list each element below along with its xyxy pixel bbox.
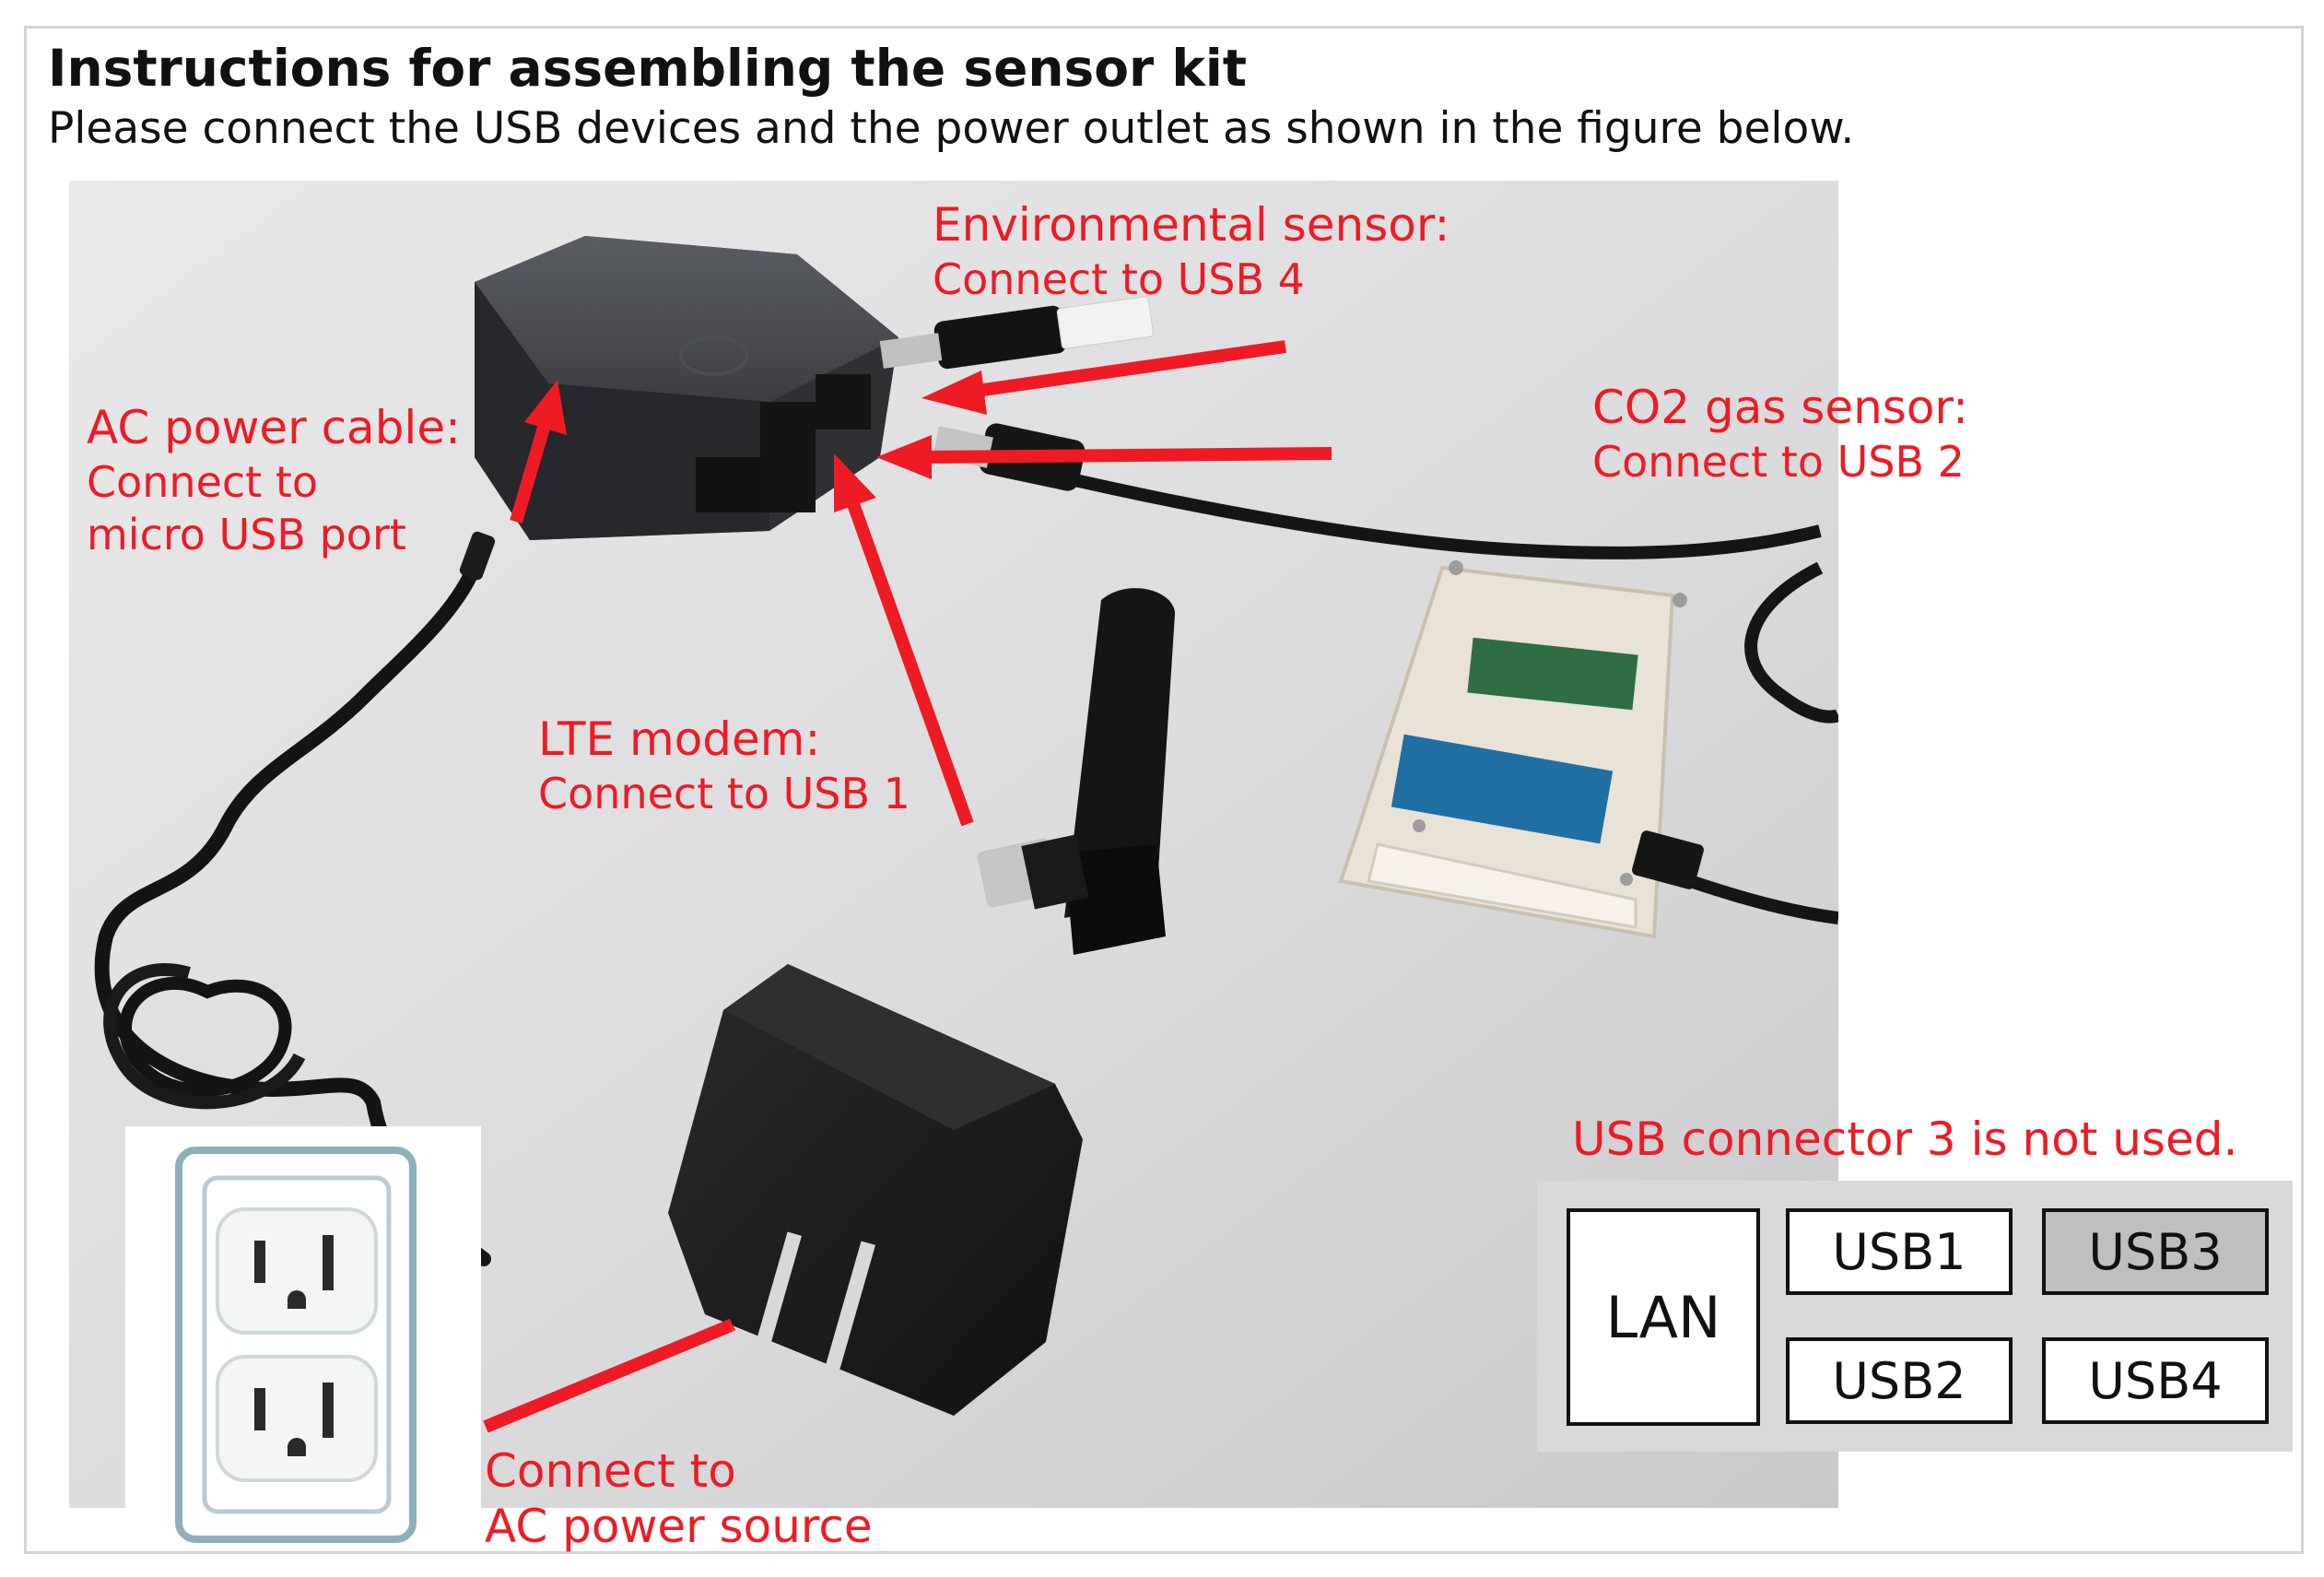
label-environmental-sensor: Environmental sensor: — [933, 198, 1450, 252]
label-usb3-not-used: USB connector 3 is not used. — [1572, 1112, 2238, 1166]
label-ac-source-line2: AC power source — [485, 1500, 873, 1553]
port-usb4-label: USB4 — [2088, 1351, 2223, 1410]
label-ac-source-line1: Connect to — [485, 1444, 736, 1498]
power-cable — [94, 559, 491, 1266]
arrow-to-usb2 — [925, 447, 1332, 464]
power-outlet-icon — [175, 1147, 417, 1543]
port-usb1-label: USB1 — [1832, 1222, 1966, 1281]
label-lte-modem-port: Connect to USB 1 — [538, 769, 910, 818]
micro-usb-plug — [459, 531, 496, 581]
annotation-arrows — [483, 340, 1332, 1433]
raspberry-pi-case — [475, 236, 898, 540]
label-ac-power-cable-line3: micro USB port — [87, 510, 406, 559]
label-ac-power-cable-line2: Connect to — [87, 457, 319, 507]
page-subtitle: Please connect the USB devices and the p… — [48, 103, 1855, 154]
outlet-card — [125, 1126, 481, 1548]
port-lan: LAN — [1567, 1208, 1760, 1426]
port-lan-label: LAN — [1605, 1283, 1721, 1351]
port-usb2: USB2 — [1786, 1337, 2013, 1424]
figure-frame — [24, 26, 2304, 1554]
arrow-to-adapter-plug — [483, 1319, 734, 1433]
usb-port-panel: LAN USB1 USB3 USB2 USB4 — [1537, 1181, 2293, 1452]
port-usb2-label: USB2 — [1832, 1351, 1966, 1410]
label-co2-gas-sensor-port: Connect to USB 2 — [1592, 437, 1965, 487]
co2-sensor-board — [1338, 560, 1838, 939]
port-usb4: USB4 — [2042, 1337, 2269, 1424]
environmental-sensor-stick — [879, 296, 1154, 370]
lte-modem — [977, 588, 1175, 955]
arrow-to-usb4 — [976, 340, 1286, 397]
arrow-to-micro-usb — [510, 426, 550, 524]
arrow-to-usb1 — [846, 499, 974, 827]
label-environmental-sensor-port: Connect to USB 4 — [933, 254, 1305, 304]
page-title: Instructions for assembling the sensor k… — [48, 39, 1248, 98]
power-adapter — [668, 964, 1083, 1416]
label-ac-power-cable: AC power cable: — [87, 401, 461, 454]
label-lte-modem: LTE modem: — [538, 712, 821, 766]
port-usb1: USB1 — [1786, 1208, 2013, 1295]
label-co2-gas-sensor: CO2 gas sensor: — [1592, 381, 1968, 434]
port-usb3-unused: USB3 — [2042, 1208, 2269, 1295]
port-usb3-label: USB3 — [2088, 1222, 2223, 1281]
